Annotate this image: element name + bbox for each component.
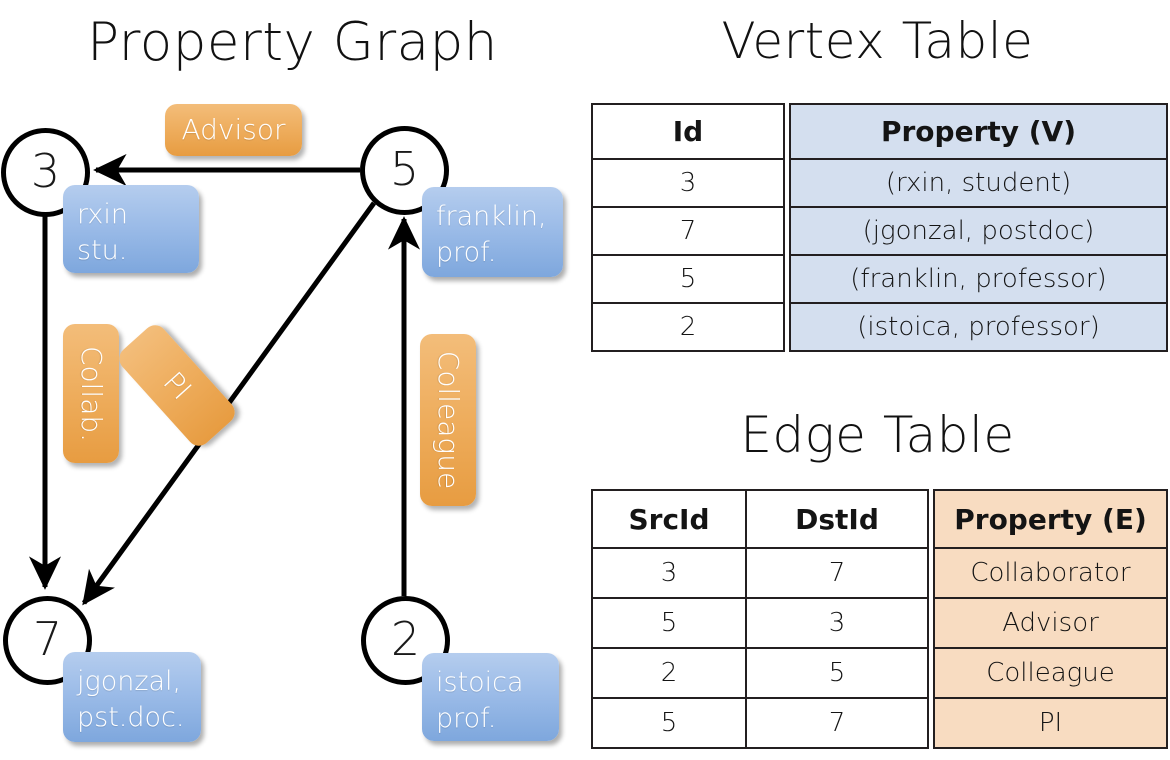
edge-row-3-property: PI [933, 697, 1168, 749]
graph-node-5[interactable]: 5 [360, 126, 449, 215]
graph-node-2-property-box: istoica prof. [422, 653, 559, 741]
graph-node-5-property-line-2: prof. [436, 237, 497, 269]
graph-node-3-property-line-2: stu. [77, 235, 128, 267]
edge-label-advisor-text: Advisor [181, 113, 286, 146]
graph-node-3-id: 3 [30, 143, 61, 198]
vertex-table: Id Property (V) 3 (rxin, student) 7 (jgo… [591, 103, 1168, 352]
graph-node-2-id: 2 [390, 611, 421, 666]
edge-row-1-dst: 3 [745, 597, 929, 649]
graph-node-2-property-line-2: prof. [436, 703, 497, 735]
graph-node-5-property-box: franklin, prof. [422, 187, 563, 277]
vertex-row-2-id: 5 [591, 254, 785, 304]
edge-row-1-gap [928, 598, 934, 648]
edge-label-collab: Collab. [63, 324, 119, 463]
vertex-row-2-gap [784, 255, 790, 303]
vertex-table-column-gap [784, 104, 790, 159]
graph-node-3-property-box: rxin stu. [63, 185, 199, 273]
graph-node-5-id: 5 [389, 141, 420, 196]
edge-table-header-srcid: SrcId [591, 489, 747, 549]
graph-node-2[interactable]: 2 [361, 596, 450, 685]
table-row: 5 7 PI [591, 697, 1168, 749]
edge-row-2-property: Colleague [933, 647, 1168, 699]
table-row: 5 (franklin, professor) [591, 254, 1168, 304]
vertex-row-3-id: 2 [591, 302, 785, 352]
vertex-row-3-property: (istoica, professor) [789, 302, 1168, 352]
edge-row-0-property: Collaborator [933, 547, 1168, 599]
page-title-vertex-table: Vertex Table [721, 12, 1034, 70]
edge-table-header-property: Property (E) [933, 489, 1168, 549]
edge-row-2-dst: 5 [745, 647, 929, 699]
edge-row-2-src: 2 [591, 647, 747, 699]
vertex-row-1-property: (jgonzal, postdoc) [789, 206, 1168, 256]
graph-node-7-property-line-2: pst.doc. [77, 702, 185, 734]
edge-row-0-src: 3 [591, 547, 747, 599]
edge-label-advisor: Advisor [165, 104, 302, 156]
table-row: 2 5 Colleague [591, 647, 1168, 699]
vertex-row-0-id: 3 [591, 158, 785, 208]
edge-table-column-gap [928, 490, 934, 548]
graph-node-5-property-line-1: franklin, [436, 201, 547, 232]
vertex-row-0-property: (rxin, student) [789, 158, 1168, 208]
graph-node-7-id: 7 [32, 611, 63, 666]
graph-node-7-property-box: jgonzal, pst.doc. [63, 652, 201, 742]
edge-label-collab-text: Collab. [75, 345, 109, 442]
edge-table: SrcId DstId Property (E) 3 7 Collaborato… [591, 489, 1168, 749]
vertex-table-header-id: Id [591, 103, 785, 160]
vertex-row-1-gap [784, 207, 790, 255]
edge-row-0-dst: 7 [745, 547, 929, 599]
edge-table-header-row: SrcId DstId Property (E) [591, 489, 1168, 549]
edge-row-3-src: 5 [591, 697, 747, 749]
edge-label-colleague: Colleague [420, 334, 476, 506]
edge-row-2-gap [928, 648, 934, 698]
vertex-row-3-gap [784, 303, 790, 351]
edge-label-pi-text: PI [156, 364, 199, 406]
edge-row-3-dst: 7 [745, 697, 929, 749]
edge-row-0-gap [928, 548, 934, 598]
table-row: 3 (rxin, student) [591, 158, 1168, 208]
edge-row-1-src: 5 [591, 597, 747, 649]
vertex-table-header-row: Id Property (V) [591, 103, 1168, 160]
vertex-row-2-property: (franklin, professor) [789, 254, 1168, 304]
table-row: 7 (jgonzal, postdoc) [591, 206, 1168, 256]
page-title-edge-table: Edge Table [740, 406, 1015, 464]
graph-node-3-property-line-1: rxin [77, 199, 128, 230]
edge-table-header-dstid: DstId [745, 489, 929, 549]
edge-label-colleague-text: Colleague [432, 350, 465, 490]
graph-node-7-property-line-1: jgonzal, [77, 666, 182, 697]
table-row: 2 (istoica, professor) [591, 302, 1168, 352]
page-title-property-graph: Property Graph [87, 12, 498, 73]
vertex-table-header-property: Property (V) [789, 103, 1168, 160]
vertex-row-1-id: 7 [591, 206, 785, 256]
table-row: 3 7 Collaborator [591, 547, 1168, 599]
table-row: 5 3 Advisor [591, 597, 1168, 649]
vertex-row-0-gap [784, 159, 790, 207]
edge-row-3-gap [928, 698, 934, 748]
edge-row-1-property: Advisor [933, 597, 1168, 649]
graph-node-2-property-line-1: istoica [436, 667, 524, 698]
